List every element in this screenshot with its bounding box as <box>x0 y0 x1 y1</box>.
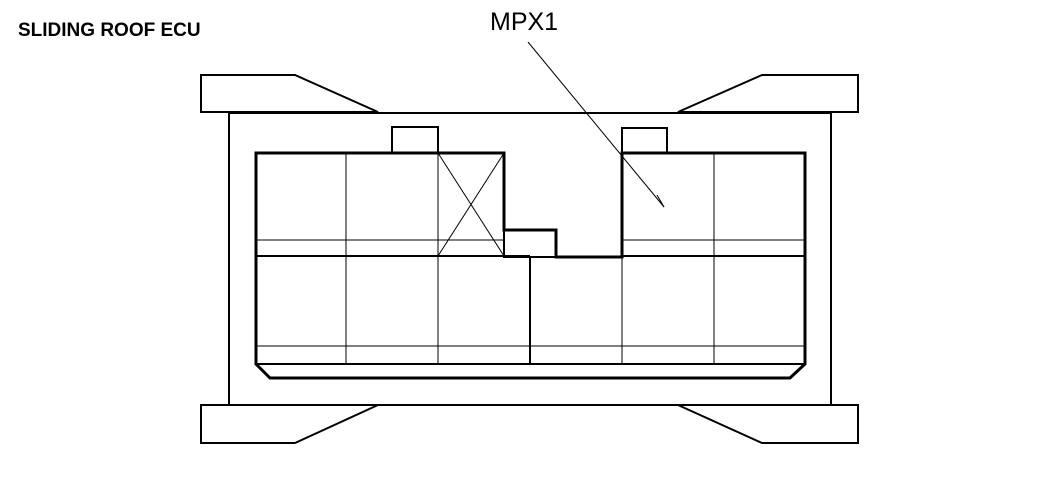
right-lock-tab <box>621 127 668 153</box>
center-cavity-step <box>503 230 556 258</box>
ecu-housing <box>228 112 832 406</box>
callout-leader-tip <box>656 194 665 208</box>
terminal-column-dividers <box>345 153 715 364</box>
top-mounting-flange <box>200 74 859 113</box>
empty-terminal-cross <box>437 152 505 257</box>
callout-leader-line <box>527 41 665 208</box>
diagram-title: SLIDING ROOF ECU <box>18 20 201 41</box>
left-lock-tab <box>391 126 439 154</box>
callout-label: MPX1 <box>490 8 558 36</box>
bottom-mounting-flange <box>200 404 859 444</box>
